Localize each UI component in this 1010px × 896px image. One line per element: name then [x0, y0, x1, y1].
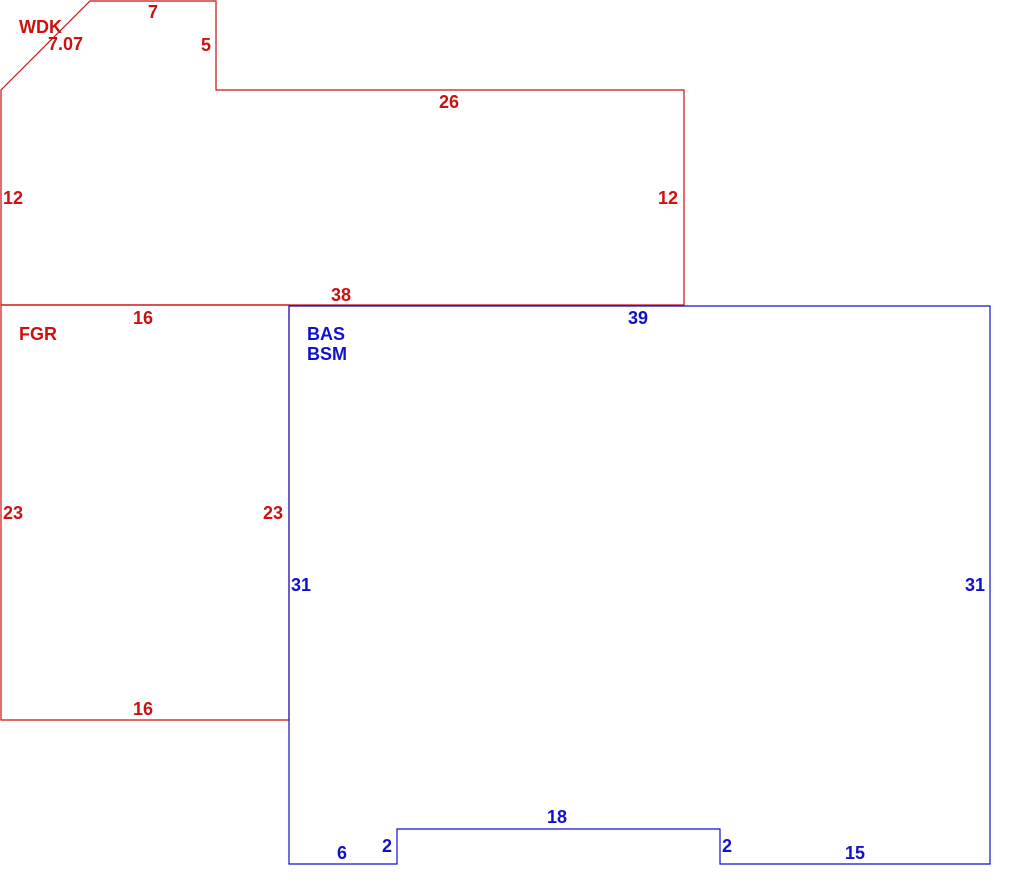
fgr-area-code: FGR — [19, 324, 57, 344]
fgr-right-dimension: 23 — [263, 503, 283, 523]
fgr-outline — [0, 304, 290, 721]
wdk-area-code: WDK — [19, 17, 62, 37]
fgr-top-dimension: 16 — [133, 308, 153, 328]
wdk-top-dimension: 7 — [148, 2, 158, 22]
wdk-diagonal-dimension: 7.07 — [48, 34, 83, 54]
bas-area-code: BAS — [307, 324, 345, 344]
bas-bottom-right-dimension: 15 — [845, 843, 865, 863]
bas-top-dimension: 39 — [628, 308, 648, 328]
bas-notch-left-dimension: 2 — [382, 836, 392, 856]
wdk-left-dimension: 12 — [3, 188, 23, 208]
bas-notch-top-dimension: 18 — [547, 807, 567, 827]
bas-bottom-left-dimension: 6 — [337, 843, 347, 863]
wdk-outline — [0, 0, 685, 306]
wdk-upper-right-dimension: 26 — [439, 92, 459, 112]
fgr-bottom-dimension: 16 — [133, 699, 153, 719]
wdk-right-dimension: 12 — [658, 188, 678, 208]
wdk-step-dimension: 5 — [201, 35, 211, 55]
bas-left-dimension: 31 — [291, 575, 311, 595]
bsm-area-code: BSM — [307, 344, 347, 364]
bas-outline — [288, 305, 991, 865]
fgr-left-dimension: 23 — [3, 503, 23, 523]
bas-notch-right-dimension: 2 — [722, 836, 732, 856]
bas-right-dimension: 31 — [965, 575, 985, 595]
wdk-bottom-dimension: 38 — [331, 285, 351, 305]
